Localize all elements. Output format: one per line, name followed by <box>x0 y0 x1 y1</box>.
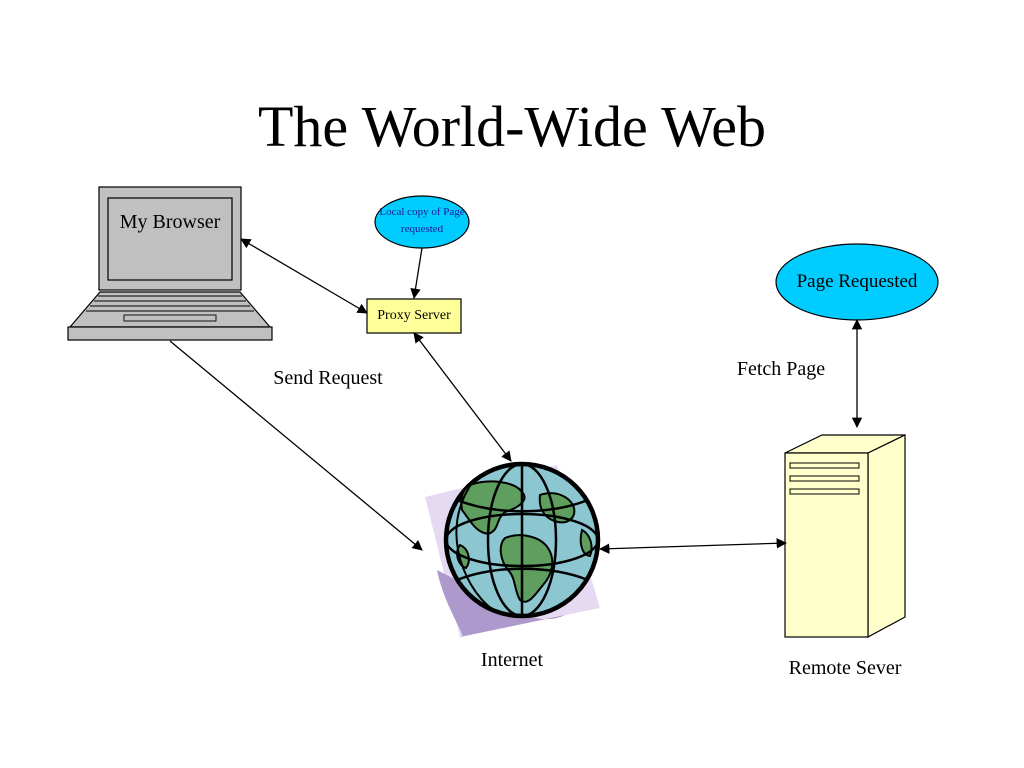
globe-icon <box>425 461 601 638</box>
remote-server-label: Remote Sever <box>788 657 902 679</box>
local-copy-label: Local copy of Page requested <box>379 206 465 235</box>
internet-label: Internet <box>480 649 544 671</box>
browser-label: My Browser <box>119 211 221 233</box>
proxy-internet-arrow <box>413 332 512 462</box>
send-request-label: Send Request <box>273 367 383 389</box>
browser-internet-arrow <box>169 340 423 551</box>
page-requested-label: Page Requested <box>796 271 918 292</box>
local-copy-proxy-arrow <box>410 247 423 300</box>
proxy-server-label: Proxy Server <box>377 308 451 323</box>
slide-title: The World-Wide Web <box>257 94 767 159</box>
laptop-icon <box>67 186 273 341</box>
fetch-page-label: Fetch Page <box>736 358 826 380</box>
browser-proxy-arrow <box>240 238 368 314</box>
internet-server-arrow <box>598 538 788 554</box>
server-icon <box>784 434 906 639</box>
